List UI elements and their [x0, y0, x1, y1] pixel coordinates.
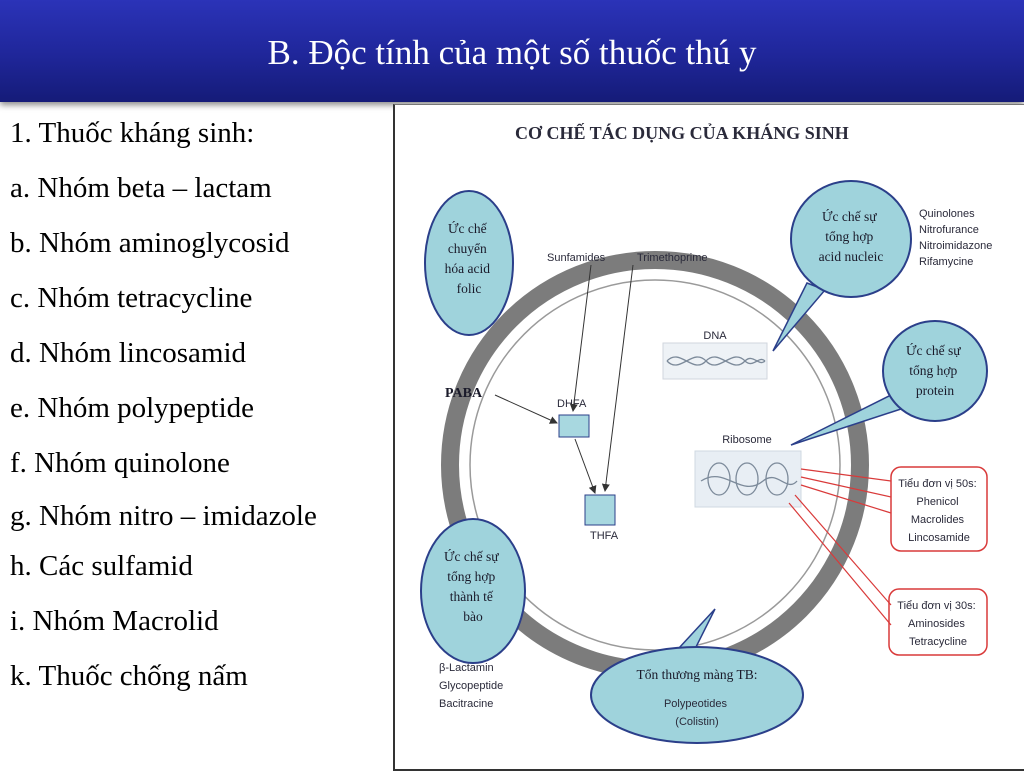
thfa-label: THFA	[590, 530, 619, 542]
subunit-50s-box	[890, 466, 988, 552]
arrow	[574, 438, 597, 494]
list-item: k. Thuốc chống nấm	[10, 660, 248, 692]
dna-strand	[666, 356, 766, 366]
bubble-line: hóa acid	[445, 261, 491, 276]
box-line: Tiểu đơn vị 50s:	[898, 478, 976, 490]
bubble-line: bào	[463, 609, 483, 624]
dhfa-box	[558, 414, 590, 438]
box-line: Aminosides	[908, 618, 965, 630]
ribosome-subunit	[707, 462, 731, 496]
subunit-50s-text: Tiểu đơn vị 50s: Phenicol Macrolides Lin…	[898, 478, 979, 544]
list-item: f. Nhóm quinolone	[10, 447, 230, 479]
list-item: 1. Thuốc kháng sinh:	[10, 117, 255, 149]
connector-line	[788, 502, 892, 626]
box-line: Tiểu đơn vị 30s:	[897, 600, 975, 612]
list-item: d. Nhóm lincosamid	[10, 337, 247, 369]
connector-line	[800, 468, 892, 482]
drug-name: Nitroimidazone	[919, 240, 992, 252]
list-item: h. Các sulfamid	[10, 550, 193, 582]
bubble-line: Ức chế	[448, 221, 488, 236]
connector-line	[800, 484, 892, 514]
bubble-line: Ức chế sự	[444, 549, 499, 564]
bubble-line: Ức chế sự	[822, 209, 877, 224]
bubble-line: protein	[916, 383, 954, 398]
ribosome-subunit	[735, 462, 759, 496]
bubble-line: tổng hợp	[825, 229, 873, 244]
bubble-line: chuyển	[448, 241, 487, 256]
ribosome-box	[694, 450, 802, 508]
bubble-line: Polypeotides	[664, 698, 727, 710]
list-item: c. Nhóm tetracycline	[10, 282, 253, 314]
dna-label: DNA	[703, 330, 727, 342]
dna-box	[662, 342, 768, 380]
list-item: g. Nhóm nitro – imidazole	[10, 500, 317, 532]
ribosome-label: Ribosome	[722, 434, 772, 446]
cellwall-bubble	[420, 518, 526, 664]
nucleic-drug-list: Quinolones Nitrofurance Nitroimidazone R…	[919, 208, 995, 268]
subunit-30s-text: Tiểu đơn vị 30s: Aminosides Tetracycline	[897, 600, 978, 648]
drug-name: Quinolones	[919, 208, 975, 220]
list-item: a. Nhóm beta – lactam	[10, 172, 272, 204]
drug-name: β-Lactamin	[439, 662, 494, 674]
arrow	[569, 264, 592, 412]
protein-bubble-text: Ức chế sự tổng hợp protein	[906, 343, 964, 398]
box-line: Tetracycline	[909, 636, 967, 648]
mechanism-diagram: CƠ CHẾ TÁC DỤNG CỦA KHÁNG SINH DNA Ribos…	[420, 122, 995, 744]
bubble-line: acid nucleic	[819, 249, 884, 264]
bubble-line: folic	[457, 281, 482, 296]
bubble-line: thành tế	[450, 589, 494, 604]
drug-name: Bacitracine	[439, 698, 493, 710]
bubble-line: tổng hợp	[909, 363, 957, 378]
bubble-line: tổng hợp	[447, 569, 495, 584]
ribosome-subunit	[765, 462, 789, 496]
antibiotic-mechanism-figure: CƠ CHẾ TÁC DỤNG CỦA KHÁNG SINH DNA Ribos…	[393, 104, 1024, 771]
figure-title: CƠ CHẾ TÁC DỤNG CỦA KHÁNG SINH	[515, 122, 849, 143]
cellwall-drug-list: β-Lactamin Glycopeptide Bacitracine	[439, 662, 506, 710]
antibiotic-group-list: 1. Thuốc kháng sinh: a. Nhóm beta – lact…	[10, 106, 390, 704]
dna-strand	[666, 356, 766, 366]
slide-title: B. Độc tính của một số thuốc thú y	[267, 33, 757, 72]
list-item: e. Nhóm polypeptide	[10, 392, 255, 424]
sunfamides-label: Sunfamides	[547, 252, 606, 264]
box-line: Macrolides	[911, 514, 965, 526]
connector-line	[800, 476, 892, 498]
drug-name: Rifamycine	[919, 256, 973, 268]
slide-title-bar: B. Độc tính của một số thuốc thú y	[0, 0, 1024, 102]
bubble-line: (Colistin)	[675, 716, 718, 728]
membrane-bubble	[590, 646, 804, 744]
membrane-bubble-text: Polypeotides (Colistin)	[664, 698, 730, 728]
connector-line	[794, 494, 892, 606]
list-item: i. Nhóm Macrolid	[10, 605, 219, 637]
nucleic-bubble-text: Ức chế sự tổng hợp acid nucleic	[819, 209, 884, 264]
thfa-box	[584, 494, 616, 526]
nucleic-bubble	[790, 180, 912, 298]
drug-name: Glycopeptide	[439, 680, 503, 692]
folic-bubble-text: Ức chế chuyển hóa acid folic	[445, 221, 494, 296]
ribosome-strand	[700, 475, 798, 488]
drug-name: Nitrofurance	[919, 224, 979, 236]
arrow	[494, 394, 558, 424]
box-line: Phenicol	[916, 496, 958, 508]
membrane-bubble-title: Tổn thương màng TB:	[636, 667, 757, 682]
arrow	[601, 264, 634, 492]
protein-bubble	[882, 320, 988, 422]
bubble-line: Ức chế sự	[906, 343, 961, 358]
box-line: Lincosamide	[908, 532, 970, 544]
dhfa-label: DHFA	[557, 398, 587, 410]
folic-bubble	[424, 190, 514, 336]
list-item: b. Nhóm aminoglycosid	[10, 227, 290, 259]
paba-label: PABA	[445, 386, 483, 401]
trimethoprime-label: Trimethoprime	[637, 252, 708, 264]
cellwall-bubble-text: Ức chế sự tổng hợp thành tế bào	[444, 549, 502, 624]
